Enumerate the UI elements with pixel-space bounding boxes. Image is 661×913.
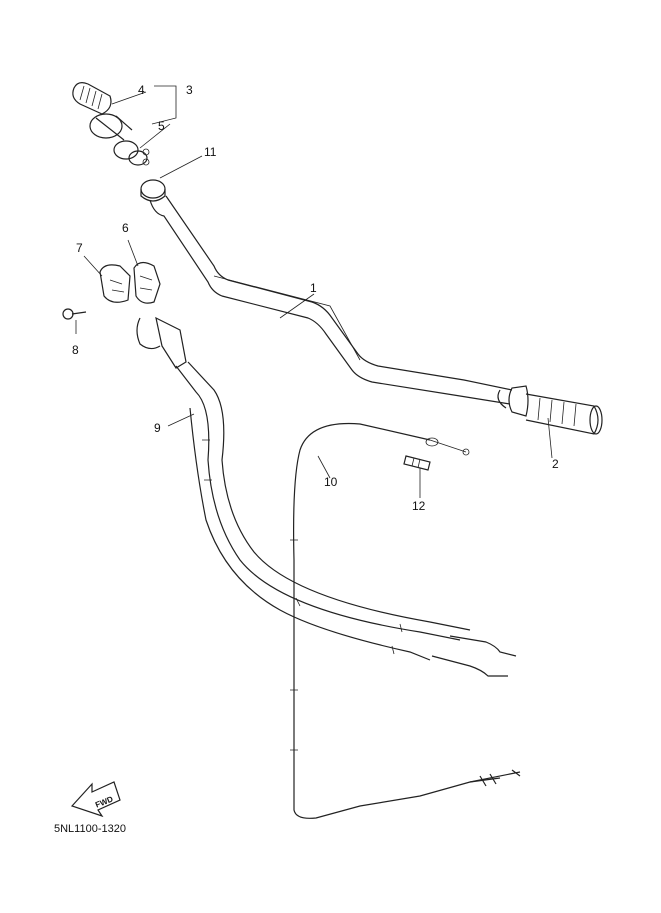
callout-7: 7	[76, 241, 83, 255]
callout-11: 11	[204, 145, 217, 159]
part-code: 5NL1100-1320	[54, 823, 126, 835]
adjuster-part	[403, 455, 431, 471]
callout-8: 8	[72, 343, 79, 357]
callout-10: 10	[324, 475, 338, 489]
callout-6: 6	[122, 221, 129, 235]
throttle-cables	[136, 316, 517, 677]
handlebar	[149, 195, 513, 409]
callout-3: 3	[186, 83, 193, 97]
callout-labels: 1 2 3 4 5 6 7 8 9 10 11 12	[72, 83, 559, 513]
forward-arrow-icon: FWD	[70, 781, 121, 818]
callout-1: 1	[310, 281, 317, 295]
leader-lines	[75, 85, 553, 498]
throttle-grip-assembly	[72, 82, 150, 166]
callout-9: 9	[154, 421, 161, 435]
cable-part-10	[290, 422, 521, 819]
callout-12: 12	[412, 499, 426, 513]
callout-2: 2	[552, 457, 559, 471]
screw-part	[62, 308, 87, 320]
collar-part	[140, 179, 166, 202]
throttle-housing	[99, 261, 161, 304]
callout-4: 4	[138, 83, 145, 97]
callout-5: 5	[158, 119, 165, 133]
right-grip	[508, 385, 603, 435]
